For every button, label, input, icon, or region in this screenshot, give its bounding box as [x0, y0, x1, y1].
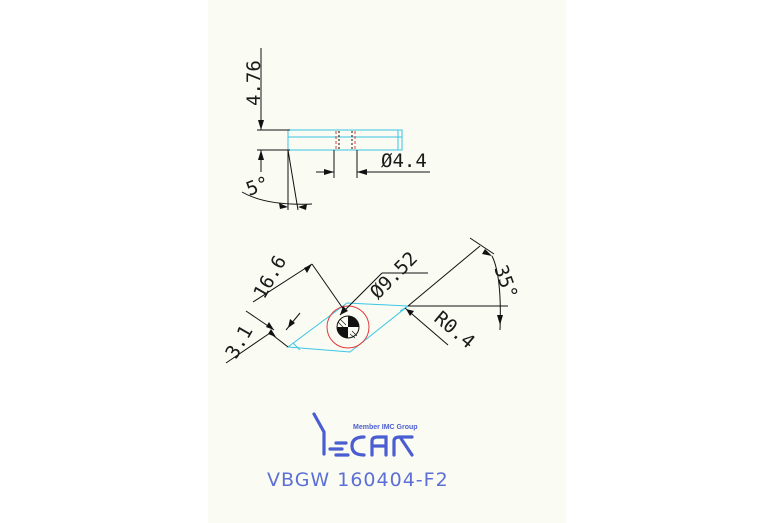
dim-corner-radius: R0.4 — [430, 307, 479, 353]
top-view: Ø9.52 16.6 3.1 35° R0.4 — [221, 237, 522, 364]
dim-clearance-angle: 5° — [243, 172, 272, 201]
dim-hole-diameter: Ø4.4 — [381, 150, 427, 172]
side-view: 4.76 Ø4.4 5° — [241, 48, 430, 211]
insert-side-outline — [287, 129, 403, 151]
dim-inscribed-circle: Ø9.52 — [366, 248, 422, 304]
iscar-logo: Member IMC Group — [312, 412, 418, 457]
part-number: VBGW 160404-F2 — [267, 469, 449, 491]
logo-subtitle: Member IMC Group — [353, 424, 418, 431]
dim-land: 3.1 — [221, 322, 257, 363]
inscribed-circle — [326, 305, 370, 349]
dim-length: 16.6 — [249, 252, 291, 303]
iscar-logo-icon — [312, 412, 414, 457]
dim-included-angle: 35° — [489, 262, 521, 302]
dim-thickness: 4.76 — [243, 60, 265, 106]
